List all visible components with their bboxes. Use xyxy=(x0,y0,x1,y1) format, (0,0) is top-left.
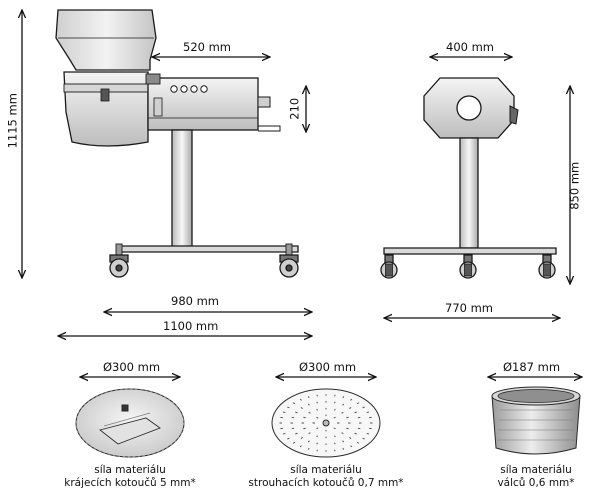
grating-hole xyxy=(349,437,352,439)
grating-hole xyxy=(350,398,353,401)
grating-hole xyxy=(282,432,286,435)
grating-hole xyxy=(307,396,310,399)
grating-disc-diameter: Ø300 mm xyxy=(299,360,357,374)
control-button xyxy=(170,85,178,93)
caption-line: krájecích kotoučů 5 mm* xyxy=(64,477,196,490)
grating-hole xyxy=(341,432,344,435)
grating-hole xyxy=(334,435,336,438)
grating-hole xyxy=(316,427,319,430)
grating-drum xyxy=(491,386,581,455)
front-height-label: 850 mm xyxy=(567,161,582,210)
grating-hole xyxy=(295,411,298,414)
grating-hole xyxy=(366,411,370,414)
control-button xyxy=(180,85,188,93)
grating-hole xyxy=(300,437,303,439)
front-base-label: 770 mm xyxy=(445,301,494,315)
grating-hole xyxy=(366,432,370,435)
grating-holes xyxy=(279,394,373,452)
grating-hole xyxy=(292,441,296,444)
slicing-disc-diameter: Ø300 mm xyxy=(103,360,161,374)
caster-wheel xyxy=(279,254,299,278)
grating-hole xyxy=(287,406,290,409)
grating-hole xyxy=(334,442,336,445)
body-length-label: 520 mm xyxy=(183,40,232,54)
grating-hole xyxy=(307,403,310,406)
grating-hole xyxy=(308,432,311,435)
slicing-disc xyxy=(75,388,185,458)
base-length-label: 980 mm xyxy=(171,294,220,308)
grating-hole xyxy=(316,416,319,419)
body-height-label: 210 xyxy=(287,97,302,120)
caster-wheel xyxy=(109,254,129,278)
caption-line: válců 0,6 mm* xyxy=(497,477,575,490)
grating-hole xyxy=(342,440,345,443)
front-column xyxy=(459,137,479,249)
caption-line: síla materiálu xyxy=(94,464,166,476)
stand-column xyxy=(171,129,193,251)
grating-hole xyxy=(316,442,318,445)
grating-hole xyxy=(342,403,345,406)
total-length-label: 1100 mm xyxy=(163,319,219,333)
grating-hole xyxy=(316,435,318,438)
grating-hole xyxy=(342,447,345,450)
grating-hole xyxy=(287,437,290,440)
drum-caption: síla materiálu válců 0,6 mm* xyxy=(486,464,586,490)
grating-hole xyxy=(362,437,365,440)
grating-hole xyxy=(362,406,365,409)
cutting-head xyxy=(63,71,149,147)
grating-hole xyxy=(346,416,349,419)
grating-hole xyxy=(307,440,310,443)
grating-disc-caption: síla materiálu strouhacích kotoučů 0,7 m… xyxy=(246,464,406,490)
grating-hole xyxy=(341,411,344,414)
front-base xyxy=(383,247,557,255)
grating-hole xyxy=(333,416,336,419)
grating-hole xyxy=(295,432,298,435)
grating-hole xyxy=(282,411,286,414)
grating-hole xyxy=(316,408,318,411)
front-view-dimensions xyxy=(384,57,570,318)
front-width-label: 400 mm xyxy=(446,40,495,54)
total-height-label: 1115 mm xyxy=(5,93,20,149)
grating-hole xyxy=(308,411,311,414)
caster-wheel xyxy=(380,254,398,279)
grating-hole xyxy=(333,427,336,430)
grating-hole xyxy=(342,396,345,399)
grating-hole xyxy=(334,401,336,404)
handle xyxy=(509,105,519,125)
grating-hole xyxy=(334,408,336,411)
front-view-machine xyxy=(380,77,557,279)
grating-hole xyxy=(307,447,310,450)
stand-base xyxy=(117,245,299,253)
grating-hole xyxy=(356,402,360,405)
caster-wheel xyxy=(538,254,556,279)
slicing-disc-caption: síla materiálu krájecích kotoučů 5 mm* xyxy=(60,464,200,490)
grating-hole xyxy=(299,445,302,448)
feed-opening xyxy=(456,95,482,121)
grating-hole xyxy=(354,432,357,435)
caption-line: síla materiálu xyxy=(290,464,362,476)
grating-hole xyxy=(350,445,353,448)
side-view-machine xyxy=(55,9,299,278)
hopper xyxy=(55,9,157,71)
caster-wheel xyxy=(459,254,477,279)
caption-line: strouhacích kotoučů 0,7 mm* xyxy=(248,477,404,490)
grating-hole xyxy=(356,441,360,444)
control-button xyxy=(190,85,198,93)
grating-hole xyxy=(316,401,318,404)
grating-disc xyxy=(271,388,381,458)
control-button xyxy=(200,85,208,93)
grating-hole xyxy=(292,402,296,405)
grating-hole xyxy=(346,427,349,430)
grating-hole xyxy=(300,407,303,409)
caption-line: síla materiálu xyxy=(500,464,572,476)
drum-diameter: Ø187 mm xyxy=(503,360,561,374)
grating-hole xyxy=(303,427,306,430)
grating-hole xyxy=(354,411,357,414)
grating-hole xyxy=(299,398,302,401)
side-view-dimensions xyxy=(22,10,312,336)
grating-hole xyxy=(303,416,306,419)
grating-hole xyxy=(349,407,352,409)
